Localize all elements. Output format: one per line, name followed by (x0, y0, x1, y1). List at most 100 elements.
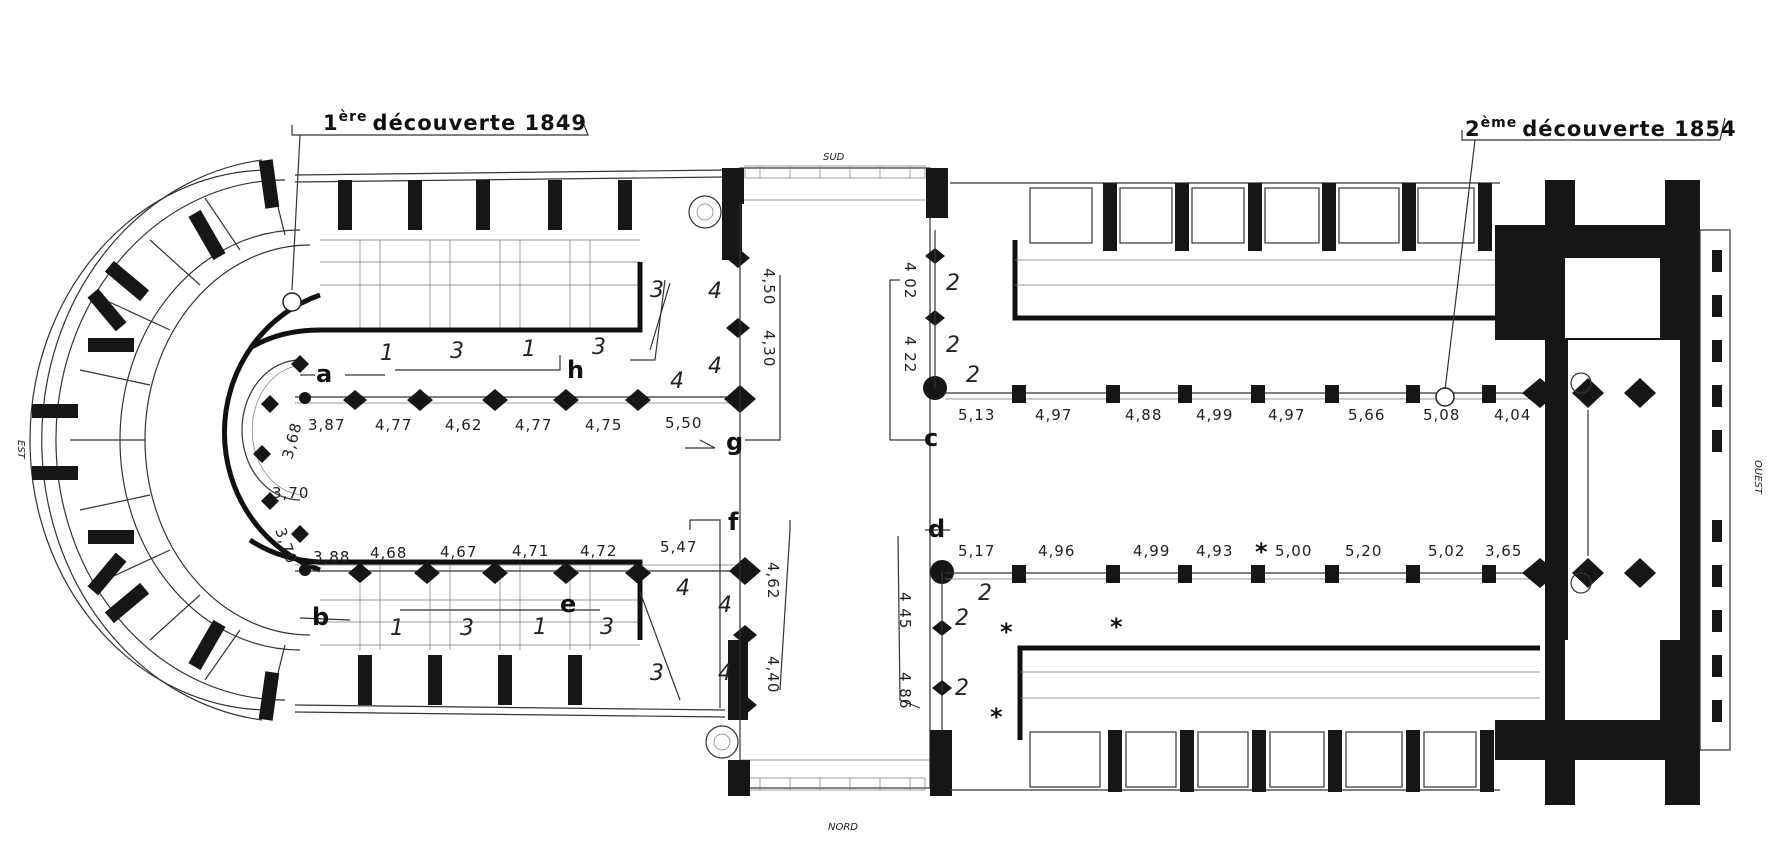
dimension-label: 5,02 (1428, 542, 1465, 560)
bay-number: 2 (966, 363, 980, 388)
section-letter-h: h (567, 356, 584, 384)
section-letter-f: f (728, 508, 739, 536)
bay-number: 2 (978, 581, 992, 606)
section-letter-g: g (726, 428, 743, 456)
dimension-label: 4,72 (580, 542, 617, 560)
choir-south-aisle (248, 537, 761, 759)
bay-number: 1 (380, 341, 394, 366)
bay-number: 3 (600, 615, 614, 640)
dimension-label: 4,77 (375, 416, 412, 434)
dimension-label: 4,30 (760, 330, 778, 367)
transept (722, 165, 954, 796)
section-letter-d: d (928, 515, 945, 543)
apse-ambulatory (29, 159, 321, 721)
section-letter-e: e (560, 590, 576, 618)
dimension-label: 3,65 (1485, 542, 1522, 560)
section-letter-c: c (924, 424, 938, 452)
dimension-label: 5,13 (958, 406, 995, 424)
leader-lines (291, 114, 1726, 709)
dimension-label: 4,68 (370, 544, 407, 562)
dimension-label: 4,99 (1196, 406, 1233, 424)
dimension-label: 3,87 (308, 416, 345, 434)
bay-number: 3 (650, 278, 664, 303)
dimension-label: 4,04 (1494, 406, 1531, 424)
dimension-label: 5,00 (1275, 542, 1312, 560)
dimension-label: 3,68 (278, 420, 305, 461)
choir-south-spacings: 3,88 4,68 4,67 4,71 4,72 5,47 (313, 538, 697, 566)
nave (945, 182, 1560, 792)
bay-number: 2 (955, 676, 969, 701)
orientation-south: SUD (823, 152, 845, 163)
west-front (1495, 180, 1731, 805)
nave-north-spacings: 5,13 4,97 4,88 4,99 4,97 5,66 5,08 4,04 (958, 406, 1531, 424)
bay-number: 3 (592, 335, 606, 360)
second-discovery-marker (1435, 387, 1455, 407)
bay-number: 3 (450, 339, 464, 364)
bay-number: 4 (718, 593, 732, 618)
section-letter-b: b (312, 603, 329, 631)
dimension-label: 4,97 (1268, 406, 1305, 424)
dimension-label: 5,08 (1423, 406, 1460, 424)
bay-number: 2 (955, 606, 969, 631)
dimension-label: 4 45 (896, 592, 914, 629)
orientation-east: EST (15, 440, 26, 460)
dimension-label: 4,93 (1196, 542, 1233, 560)
section-letter-a: a (316, 360, 332, 388)
bay-number: 4 (718, 661, 732, 686)
dimension-label: 4,99 (1133, 542, 1170, 560)
dimension-label: 4,67 (440, 543, 477, 561)
dimension-label: 4,75 (585, 416, 622, 434)
bay-number: 1 (522, 337, 536, 362)
dimension-label: 4,71 (512, 542, 549, 560)
bay-number: 2 (946, 271, 960, 296)
orientation-north: NORD (828, 822, 858, 833)
dimension-label: 4,88 (1125, 406, 1162, 424)
choir-north-spacings: 3,87 4,77 4,62 4,77 4,75 5,50 (308, 414, 702, 434)
dimension-label: 5,47 (660, 538, 697, 556)
dimension-label: 4,96 (1038, 542, 1075, 560)
bay-numbers-choir-north: 1 3 1 3 3 4 4 4 (380, 278, 722, 394)
dimension-label: 4,62 (764, 562, 782, 599)
dimension-label: 4,97 (1035, 406, 1072, 424)
bay-number: 4 (708, 354, 722, 379)
apse-spacings: 3,68 3,70 3,70 (271, 420, 309, 566)
dimension-label: 5,66 (1348, 406, 1385, 424)
orientation-west: OUEST (1752, 460, 1763, 495)
asterisk-mark: * (1110, 613, 1123, 641)
dimension-label: 4,50 (760, 268, 778, 305)
dimension-label: 4,77 (515, 416, 552, 434)
dimension-label: 5,20 (1345, 542, 1382, 560)
dimension-label: 4 86 (896, 672, 914, 709)
dimension-label: 5,17 (958, 542, 995, 560)
transept-dimensions: 4,50 4,30 4 02 4 22 4,62 4,40 4 45 4 86 (760, 262, 919, 709)
nave-south-spacings: 5,17 4,96 4,99 4,93 5,00 5,20 5,02 3,65 (958, 542, 1522, 560)
bay-number: 4 (708, 279, 722, 304)
dimension-label: 3,70 (272, 484, 309, 502)
bay-number: 4 (676, 576, 690, 601)
first-discovery-marker (282, 292, 302, 312)
asterisk-mark: * (1000, 618, 1013, 646)
dimension-label: 4 02 (901, 262, 919, 299)
bay-number: 3 (460, 616, 474, 641)
dimension-label: 4,62 (445, 416, 482, 434)
dimension-label: 4 22 (901, 336, 919, 373)
dimension-label: 4,40 (764, 656, 782, 693)
bay-numbers-nave-north: 2 2 2 (946, 271, 980, 388)
dimension-label: 5,50 (665, 414, 702, 432)
bay-number: 2 (946, 333, 960, 358)
bay-numbers-choir-south: 1 3 1 3 3 4 4 4 (390, 576, 732, 686)
bay-number: 4 (670, 369, 684, 394)
bay-numbers-nave-south: 2 2 2 (955, 581, 992, 701)
asterisk-marks: * * * * (990, 538, 1268, 731)
asterisk-mark: * (1255, 538, 1268, 566)
bay-number: 1 (533, 615, 547, 640)
bay-number: 3 (650, 661, 664, 686)
bay-number: 1 (390, 616, 404, 641)
dimension-label: 3,88 (313, 548, 350, 566)
asterisk-mark: * (990, 703, 1003, 731)
